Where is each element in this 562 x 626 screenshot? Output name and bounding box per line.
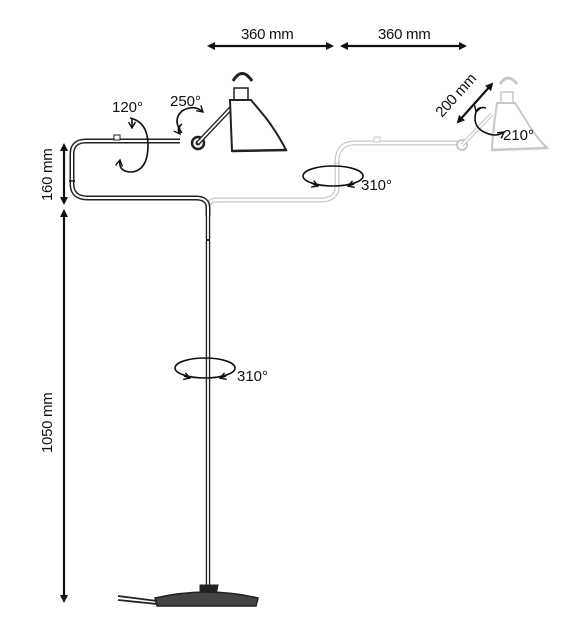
head-arm-length-label: 200 mm xyxy=(432,70,480,120)
stem-swivel-rotation-label: 310° xyxy=(237,368,268,385)
arm-length-2-label: 360 mm xyxy=(378,26,430,43)
base-height-label: 1050 mm xyxy=(39,393,56,453)
arm-length-1-label: 360 mm xyxy=(241,26,293,43)
lamp-main xyxy=(69,72,288,607)
upper-height-label: 160 mm xyxy=(39,149,56,201)
dimension-lines xyxy=(60,42,494,603)
dimension-labels: 360 mm 360 mm 200 mm 160 mm 1050 mm xyxy=(39,26,480,453)
rotation-labels: 120° 250° 210° 310° 310° xyxy=(112,93,534,385)
head-joint-rotation-icon xyxy=(173,105,205,136)
ghost-lamp-extended xyxy=(205,76,550,212)
rotation-indicators xyxy=(115,105,506,381)
elbow-rotation-label: 120° xyxy=(112,99,143,116)
head-joint-rotation-label: 250° xyxy=(170,93,201,110)
elbow-rotation-icon xyxy=(115,117,149,173)
shade-tilt-rotation-icon xyxy=(473,105,506,139)
shade-tilt-rotation-label: 210° xyxy=(503,127,534,144)
head-arm-length-arrow xyxy=(456,82,494,124)
stem-swivel-rotation-icon xyxy=(174,357,236,381)
arm-swivel-rotation-label: 310° xyxy=(361,177,392,194)
arm-swivel-rotation-icon xyxy=(302,165,364,189)
